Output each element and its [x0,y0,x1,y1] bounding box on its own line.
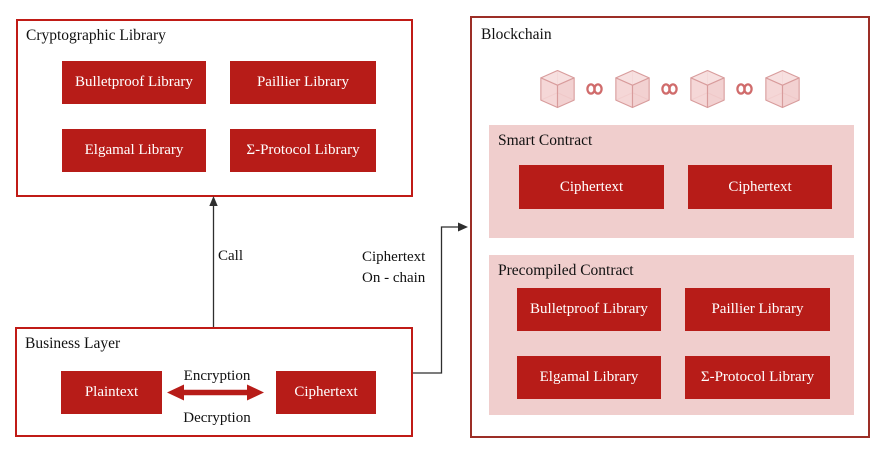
call-arrow [209,196,218,327]
encryption-label: Encryption [183,368,251,384]
smart-contract-title: Smart Contract [498,132,593,149]
block-cube-icon [615,69,650,109]
chain-link-icon [736,83,753,95]
cryptographic-library-title: Cryptographic Library [26,27,166,44]
ciphertext-node: Ciphertext [276,371,376,414]
block-cube-icon [690,69,725,109]
precompiled-bulletproof-library-node: Bulletproof Library [517,288,661,331]
block-cube-icon [765,69,800,109]
elgamal-library-node: Elgamal Library [62,129,206,172]
business-layer-title: Business Layer [25,335,121,352]
blockchain-panel: Blockchain [470,16,870,438]
onchain-label: Ciphertext On - chain [362,247,425,289]
onchain-arrow [413,222,468,374]
onchain-label-line1: Ciphertext [362,249,426,265]
sigma-protocol-library-node: Σ-Protocol Library [230,129,376,172]
precompiled-sigma-protocol-library-node: Σ-Protocol Library [685,356,830,399]
smart-contract-panel: Smart Contract Ciphertext Ciphertext [489,125,854,238]
precompiled-contract-title: Precompiled Contract [498,262,634,279]
chain-link-icon [586,83,603,95]
cryptographic-library-panel: Cryptographic Library Bulletproof Librar… [16,19,413,197]
block-chain-row [472,68,868,110]
chain-link-icon [661,83,678,95]
precompiled-paillier-library-node: Paillier Library [685,288,830,331]
onchain-label-line2: On - chain [362,270,426,286]
bulletproof-library-node: Bulletproof Library [62,61,206,104]
blockchain-title: Blockchain [481,26,552,43]
smart-contract-ciphertext-node-1: Ciphertext [519,165,664,209]
paillier-library-node: Paillier Library [230,61,376,104]
precompiled-elgamal-library-node: Elgamal Library [517,356,661,399]
decryption-label: Decryption [183,410,251,426]
plaintext-node: Plaintext [61,371,162,414]
smart-contract-ciphertext-node-2: Ciphertext [688,165,832,209]
precompiled-contract-panel: Precompiled Contract Bulletproof Library… [489,255,854,415]
block-cube-icon [540,69,575,109]
business-layer-panel: Business Layer Plaintext Ciphertext Encr… [15,327,413,437]
call-label: Call [218,248,243,264]
